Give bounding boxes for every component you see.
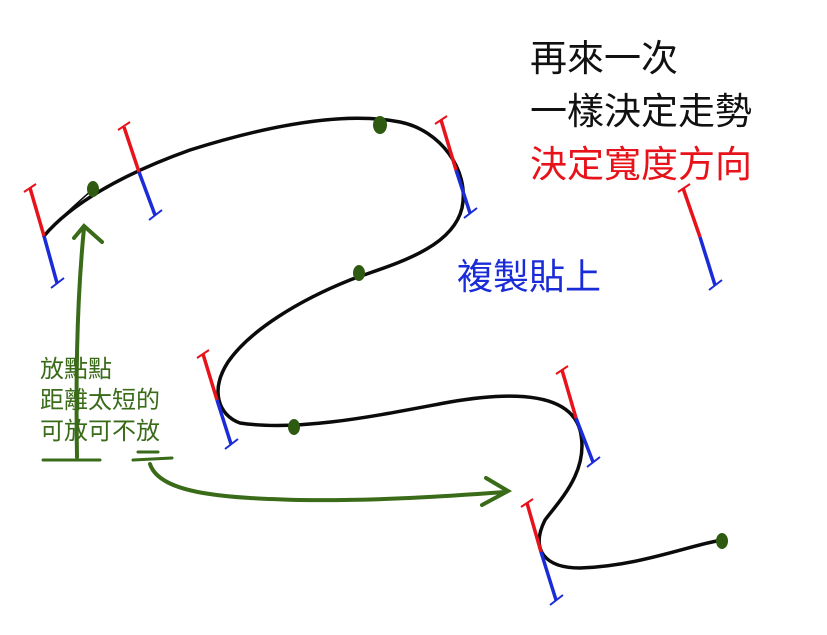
control-dot — [353, 265, 365, 281]
spacing-note: 放點點 距離太短的 可放可不放 — [40, 354, 160, 448]
width-tick-sample — [677, 183, 723, 291]
control-dot — [288, 419, 300, 435]
up-arrow — [72, 223, 104, 459]
width-tick-5 — [555, 365, 601, 468]
width-tick-2 — [117, 121, 163, 221]
underline-strokes — [41, 450, 174, 462]
paste-note: 複製貼上 — [457, 257, 602, 298]
control-dot — [716, 533, 728, 549]
title-line-1: 再來一次 — [530, 37, 678, 80]
main-curve — [42, 116, 724, 570]
width-tick-1 — [23, 183, 65, 289]
spacing-line-1: 放點點 — [40, 355, 112, 383]
title-line-2: 一樣決定走勢 — [530, 90, 752, 133]
title-note: 再來一次 一樣決定走勢 決定寬度方向 — [530, 38, 752, 197]
width-tick-6 — [520, 498, 564, 606]
width-tick-4 — [196, 349, 239, 450]
width-tick-3 — [434, 115, 478, 219]
title-line-3: 決定寬度方向 — [530, 143, 752, 186]
spacing-line-2: 距離太短的 — [40, 386, 160, 415]
right-arrow — [148, 462, 513, 507]
control-dot — [373, 116, 387, 134]
control-dot — [87, 181, 99, 197]
spacing-line-3: 可放可不放 — [40, 417, 160, 446]
curve-thin-start — [43, 189, 93, 237]
